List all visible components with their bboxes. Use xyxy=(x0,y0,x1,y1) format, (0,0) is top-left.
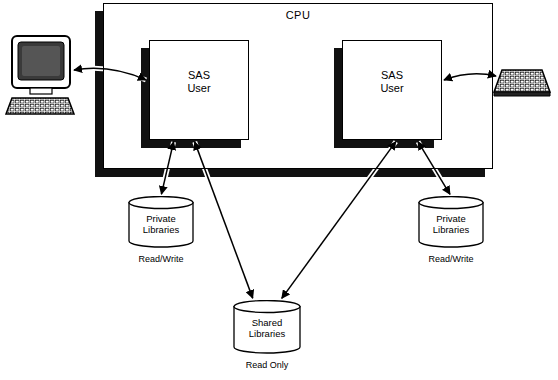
access-label: Read Only xyxy=(246,360,289,370)
cylinder-top xyxy=(234,301,300,313)
library-label: Shared Libraries xyxy=(239,318,295,340)
arrow-halo xyxy=(74,68,146,80)
monitor-base xyxy=(30,88,52,94)
connector-halo xyxy=(418,142,450,195)
screen-glow xyxy=(22,46,60,76)
cpu-box: SAS User SAS User CPU xyxy=(103,3,493,169)
library-cylinder: Private LibrariesRead/Write xyxy=(418,196,484,266)
connector-halo xyxy=(282,142,396,299)
connector-halo xyxy=(195,142,253,298)
process-box: SAS User xyxy=(342,40,442,140)
cylinder-body: Shared Libraries xyxy=(233,300,301,354)
access-arrow xyxy=(161,142,173,194)
process-label: SAS User xyxy=(176,69,222,94)
access-arrow xyxy=(282,142,396,299)
keyboard-icon xyxy=(494,70,550,96)
library-cylinder: Private LibrariesRead/Write xyxy=(128,196,194,266)
cpu-label: CPU xyxy=(286,9,311,22)
process-label: SAS User xyxy=(369,69,415,94)
connector-halo xyxy=(161,142,173,194)
library-label: Private Libraries xyxy=(134,214,188,236)
arrow-halo xyxy=(444,74,496,80)
cylinder-body: Private Libraries xyxy=(418,196,484,248)
process-box: SAS User xyxy=(149,40,249,140)
library-cylinder: Shared LibrariesRead Only xyxy=(233,300,301,372)
terminal-arrow xyxy=(444,74,496,80)
cylinder-body: Private Libraries xyxy=(128,196,194,248)
access-arrow xyxy=(418,142,450,195)
keyboard xyxy=(494,70,550,92)
keyboard-edge xyxy=(494,92,550,96)
cylinder-top xyxy=(129,197,193,209)
monitor-case xyxy=(12,36,70,88)
monitor-screen xyxy=(18,42,64,80)
terminal-icon xyxy=(6,36,74,114)
cylinder-top xyxy=(419,197,483,209)
terminal-arrow xyxy=(74,68,146,80)
access-label: Read/Write xyxy=(139,254,184,264)
keyboard xyxy=(6,98,74,114)
access-label: Read/Write xyxy=(429,254,474,264)
library-label: Private Libraries xyxy=(424,214,478,236)
access-arrow xyxy=(195,142,253,298)
